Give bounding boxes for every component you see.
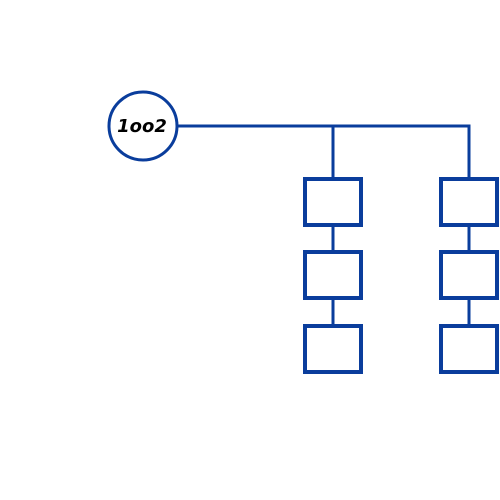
- channel-2-block-3: [439, 324, 499, 374]
- channel-2-block-2: [439, 250, 499, 300]
- voter-node: [107, 90, 179, 162]
- channel-blocks: [303, 177, 499, 374]
- voter-label: 1oo2: [117, 116, 167, 137]
- channel-1-block-1: [303, 177, 363, 227]
- channel-1-block-3: [303, 324, 363, 374]
- channel-1-block-2: [303, 250, 363, 300]
- channel-2-block-1: [439, 177, 499, 227]
- connector-lines: [177, 124, 471, 326]
